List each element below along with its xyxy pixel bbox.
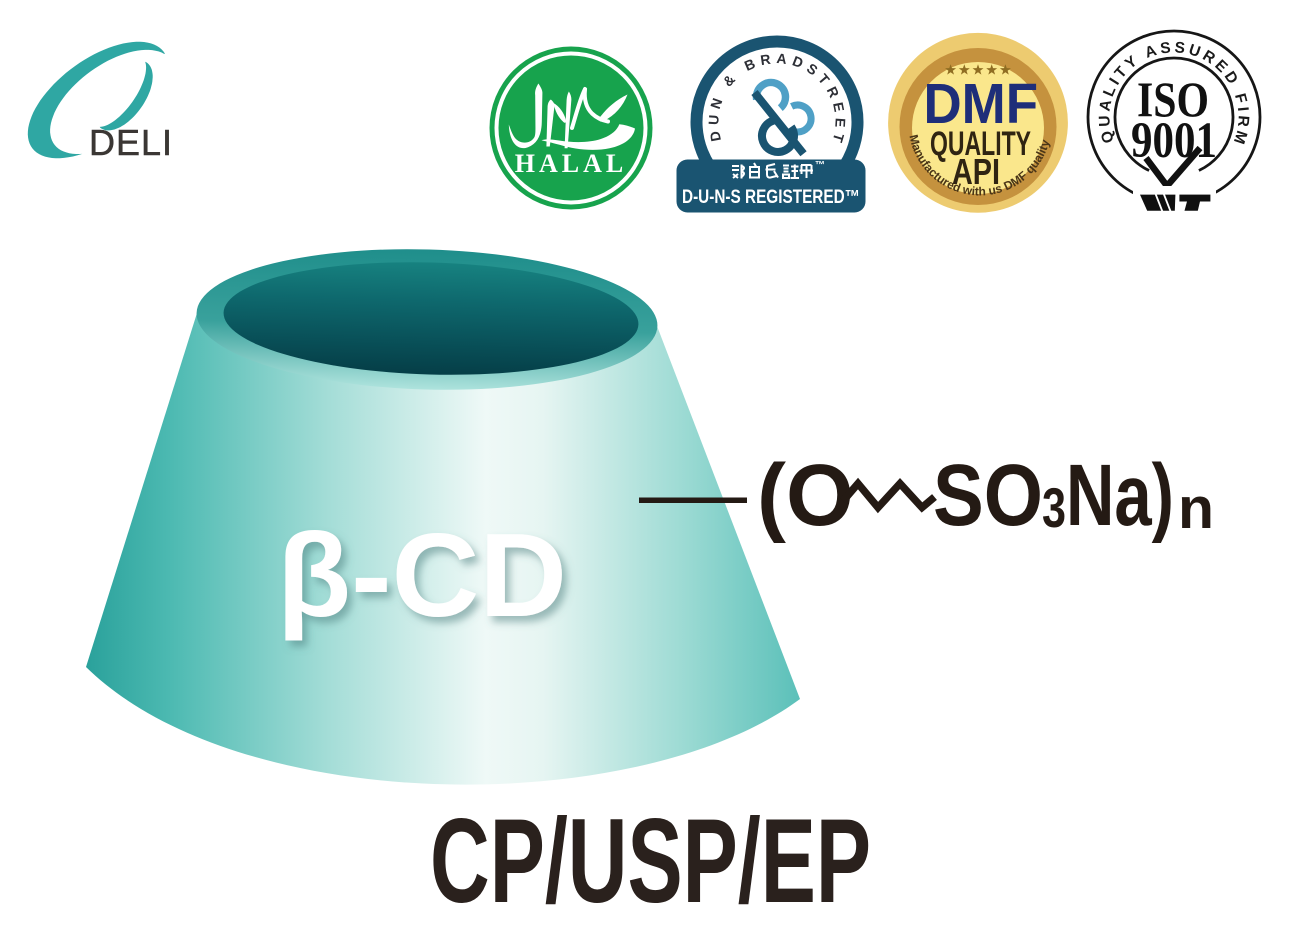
svg-text:QUALITY: QUALITY bbox=[930, 125, 1031, 163]
svg-text:n: n bbox=[1178, 476, 1214, 541]
svg-text:DMF: DMF bbox=[924, 72, 1039, 136]
svg-text:HALAL: HALAL bbox=[515, 149, 627, 178]
svg-text:D-U-N-S REGISTERED™: D-U-N-S REGISTERED™ bbox=[682, 187, 860, 208]
svg-text:DELI: DELI bbox=[89, 122, 173, 163]
svg-text:™: ™ bbox=[815, 160, 825, 171]
svg-text:3: 3 bbox=[1042, 476, 1066, 539]
svg-text:SO: SO bbox=[933, 447, 1043, 544]
svg-text:Na): Na) bbox=[1066, 447, 1174, 544]
svg-text:ISO: ISO bbox=[1137, 71, 1209, 127]
svg-text:(O: (O bbox=[757, 447, 854, 544]
svg-text:CP/USP/EP: CP/USP/EP bbox=[430, 794, 871, 926]
svg-text:β-CD: β-CD bbox=[277, 509, 567, 642]
svg-text:API: API bbox=[952, 151, 1000, 192]
